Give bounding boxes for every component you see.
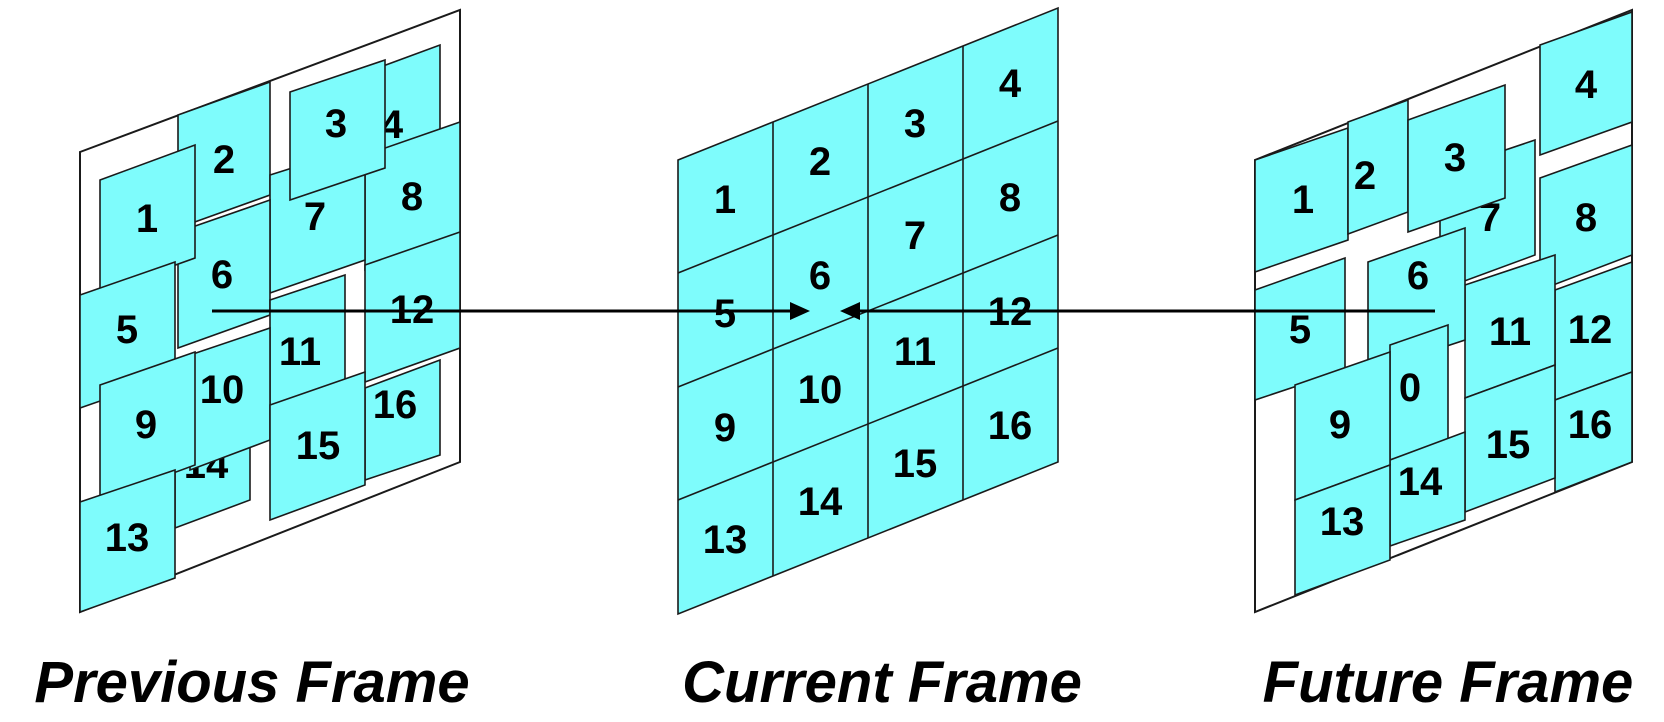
svg-text:11: 11 — [279, 330, 321, 374]
svg-text:13: 13 — [1320, 500, 1365, 544]
future-frame: 4 8 12 16 7 11 15 1 — [1254, 8, 1633, 614]
future-block-16: 16 — [1554, 370, 1633, 494]
svg-text:13: 13 — [105, 516, 150, 560]
future-block-15: 15 — [1464, 363, 1556, 514]
future-block-2: 2 — [1347, 98, 1409, 236]
current-block-8: 8 — [999, 176, 1021, 220]
previous-block-16: 16 — [364, 358, 441, 482]
current-block-7: 7 — [904, 214, 926, 258]
svg-text:9: 9 — [135, 403, 157, 447]
svg-text:8: 8 — [401, 175, 423, 219]
future-frame-caption: Future Frame — [1263, 650, 1634, 715]
future-block-1: 1 — [1254, 126, 1349, 274]
svg-text:7: 7 — [1479, 196, 1501, 240]
future-block-4: 4 — [1539, 10, 1633, 157]
current-block-1: 1 — [714, 178, 736, 222]
previous-block-15: 15 — [269, 370, 366, 522]
future-block-3: 3 — [1407, 83, 1506, 234]
current-block-10: 10 — [798, 368, 843, 412]
current-block-14: 14 — [798, 480, 843, 524]
current-block-6: 6 — [809, 254, 831, 298]
current-block-15: 15 — [893, 442, 938, 486]
svg-text:5: 5 — [1289, 308, 1311, 352]
current-block-4: 4 — [999, 62, 1022, 106]
current-grid-lines — [677, 46, 1059, 576]
svg-text:3: 3 — [1444, 136, 1466, 180]
svg-text:6: 6 — [1407, 254, 1429, 298]
future-block-11: 11 — [1464, 253, 1556, 400]
svg-text:8: 8 — [1575, 196, 1597, 240]
svg-text:3: 3 — [325, 102, 347, 146]
future-block-14: 14 — [1389, 430, 1466, 548]
svg-text:5: 5 — [116, 308, 138, 352]
current-block-16: 16 — [988, 404, 1033, 448]
previous-frame-caption: Previous Frame — [34, 650, 469, 715]
svg-text:7: 7 — [304, 195, 326, 239]
svg-text:4: 4 — [1575, 63, 1598, 107]
svg-text:12: 12 — [1568, 308, 1613, 352]
current-frame-caption: Current Frame — [682, 650, 1082, 715]
previous-block-1: 1 — [99, 143, 196, 294]
svg-text:14: 14 — [1398, 460, 1443, 504]
svg-text:16: 16 — [373, 383, 418, 427]
svg-text:9: 9 — [1329, 403, 1351, 447]
svg-text:15: 15 — [1486, 423, 1531, 467]
future-block-0: 0 — [1389, 323, 1449, 462]
svg-text:11: 11 — [1489, 310, 1531, 354]
svg-text:10: 10 — [200, 368, 245, 412]
current-block-2: 2 — [809, 140, 831, 184]
svg-text:1: 1 — [136, 197, 158, 241]
svg-text:6: 6 — [211, 253, 233, 297]
previous-block-3: 3 — [289, 58, 386, 202]
previous-block-12: 12 — [364, 230, 461, 384]
current-block-9: 9 — [714, 406, 736, 450]
previous-frame: 2 4 8 12 16 7 6 3 — [79, 8, 461, 614]
svg-text:2: 2 — [213, 138, 235, 182]
future-block-8: 8 — [1539, 143, 1633, 292]
backward-motion-arrow — [840, 302, 1435, 320]
current-block-11: 11 — [894, 330, 936, 374]
current-block-3: 3 — [904, 102, 926, 146]
forward-motion-arrow — [212, 302, 810, 320]
svg-text:1: 1 — [1292, 178, 1314, 222]
svg-text:2: 2 — [1354, 154, 1376, 198]
previous-block-9: 9 — [99, 350, 196, 502]
svg-text:4: 4 — [381, 103, 404, 147]
future-block-13: 13 — [1294, 463, 1391, 597]
current-block-13: 13 — [703, 518, 748, 562]
future-block-12: 12 — [1554, 260, 1633, 402]
previous-block-10: 10 — [189, 326, 271, 472]
svg-text:0: 0 — [1399, 366, 1421, 410]
current-block-5: 5 — [714, 292, 736, 336]
previous-block-13: 13 — [79, 468, 176, 614]
future-block-5: 5 — [1254, 256, 1346, 402]
svg-text:16: 16 — [1568, 403, 1613, 447]
svg-text:15: 15 — [296, 424, 341, 468]
